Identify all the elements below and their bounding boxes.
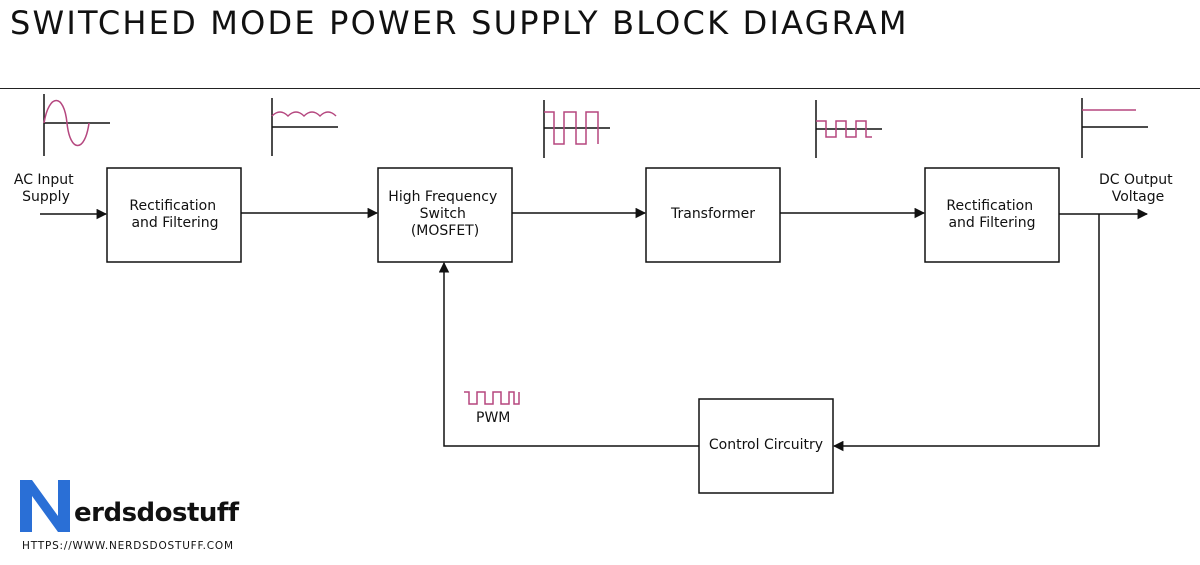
block-rectification-output-label: Rectification and Filtering [946,198,1037,231]
block-control-circuitry-label: Control Circuitry [709,437,823,453]
feedback-line-control-to-switch [438,261,699,447]
block-high-frequency-switch-label: High Frequency Switch (MOSFET) [388,189,501,239]
feedback-line-output-to-control [832,214,1100,452]
block-rectification-input [106,167,242,263]
high-frequency-square-waveform-icon [543,100,610,158]
block-rectification-output [924,167,1060,263]
rectified-ripple-waveform-icon [271,98,338,156]
transformer-square-waveform-icon [815,100,882,158]
pwm-label: PWM [476,410,510,426]
ac-input-label: AC Input Supply [14,172,78,205]
block-transformer [645,167,781,263]
nerdsdostuff-logo-icon [20,480,70,532]
title-divider [0,88,1200,89]
dc-output-label: DC Output Voltage [1099,172,1177,205]
block-rectification-input-label: Rectification and Filtering [129,198,220,231]
block-transformer-label: Transformer [670,206,755,222]
brand-name: erdsdostuff [74,498,239,528]
page-title: SWITCHED MODE POWER SUPPLY BLOCK DIAGRAM [10,4,909,42]
block-control-circuitry [698,398,834,494]
pwm-pulse-waveform-icon [464,391,520,405]
block-high-frequency-switch [377,167,513,263]
brand-url: HTTPS://WWW.NERDSDOSTUFF.COM [22,540,234,552]
ac-sine-waveform-icon [43,94,110,156]
brand-footer: erdsdostuff HTTPS://WWW.NERDSDOSTUFF.COM [18,478,278,558]
dc-flat-waveform-icon [1081,98,1148,158]
